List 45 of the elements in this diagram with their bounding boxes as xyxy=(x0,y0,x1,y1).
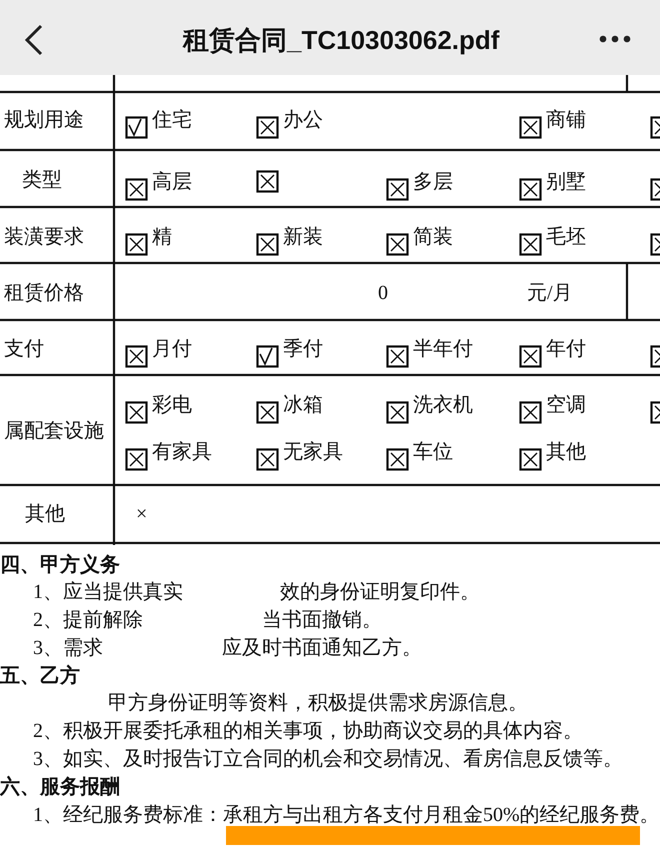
clause-text: 甲方身份证明等资料，积极提供需求房源信息。 xyxy=(108,691,528,715)
option-label: 其他 xyxy=(546,440,586,464)
option-label: 毛坯 xyxy=(546,225,586,249)
option-label: 办公 xyxy=(283,108,323,132)
cell-mark: × xyxy=(136,502,148,526)
option-label: 高层 xyxy=(152,170,192,194)
row-label: 租赁价格 xyxy=(4,281,84,305)
clause-text: 2、积极开展委托承租的相关事项，协助商议交易的具体内容。 xyxy=(33,719,583,743)
option-label: 商铺 xyxy=(546,108,586,132)
section-heading: 五、乙方 xyxy=(0,664,80,688)
clause-text: 当书面撤销。 xyxy=(262,608,382,632)
option-label: 洗衣机 xyxy=(413,393,473,417)
unit-label: 元/月 xyxy=(527,281,573,305)
clause-text: 1、经纪服务费标准：承租方与出租方各支付月租金50%的经纪服务费。 xyxy=(33,803,660,827)
option-label: 半年付 xyxy=(413,337,473,361)
row-label: 装潢要求 xyxy=(4,225,84,249)
option-label: 有家具 xyxy=(152,440,212,464)
option-label: 车位 xyxy=(413,440,453,464)
option-label: 冰箱 xyxy=(283,393,323,417)
option-label: 季付 xyxy=(283,337,323,361)
row-label: 支付 xyxy=(4,337,44,361)
option-label: 空调 xyxy=(546,393,586,417)
option-label: 彩电 xyxy=(152,393,192,417)
option-label: 月付 xyxy=(152,337,192,361)
clause-text: 3、需求 xyxy=(33,636,103,660)
option-label: 精 xyxy=(152,225,172,249)
row-label: 类型 xyxy=(22,168,62,192)
option-label: 简装 xyxy=(413,225,453,249)
page-title: 租赁合同_TC10303062.pdf xyxy=(183,24,500,56)
option-label: 新装 xyxy=(283,225,323,249)
option-label: 多层 xyxy=(413,170,453,194)
row-label: 规划用途 xyxy=(4,108,84,132)
section-heading: 四、甲方义务 xyxy=(0,553,120,577)
row-label: 属配套设施 xyxy=(4,419,104,443)
clause-text: 3、如实、及时报告订立合同的机会和交易情况、看房信息反馈等。 xyxy=(33,747,623,771)
clause-text: 应及时书面通知乙方。 xyxy=(222,636,422,660)
option-label: 年付 xyxy=(546,337,586,361)
clause-text: 效的身份证明复印件。 xyxy=(280,580,480,604)
price-value: 0 xyxy=(378,281,388,305)
row-label: 其他 xyxy=(25,502,65,526)
option-label: 住宅 xyxy=(152,108,192,132)
option-label: 无家具 xyxy=(283,440,343,464)
option-label: 别墅 xyxy=(546,170,586,194)
clause-text: 1、应当提供真实 xyxy=(33,580,183,604)
clause-text: 2、提前解除 xyxy=(33,608,143,632)
